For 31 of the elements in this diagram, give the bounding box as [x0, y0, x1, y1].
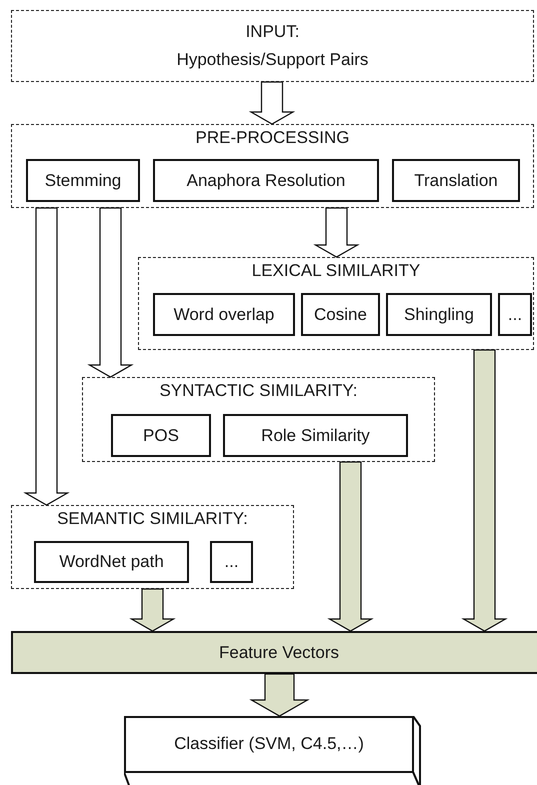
- group-title: SEMANTIC SIMILARITY:: [57, 509, 248, 529]
- process-box: Anaphora Resolution: [153, 159, 379, 202]
- feature-bar: Feature Vectors: [11, 631, 537, 674]
- input-heading: INPUT:: [246, 21, 300, 43]
- group-title: SYNTACTIC SIMILARITY:: [159, 381, 358, 401]
- process-box: ...: [210, 541, 253, 583]
- process-box: POS: [111, 414, 211, 457]
- input-text: Hypothesis/Support Pairs: [176, 49, 368, 71]
- process-box: Word overlap: [153, 293, 295, 336]
- group-panel: [11, 124, 534, 208]
- block-arrow: [23, 207, 70, 506]
- process-box: Shingling: [386, 293, 492, 336]
- block-arrow: [129, 588, 176, 632]
- group-title: PRE-PROCESSING: [196, 128, 350, 148]
- input-box: [11, 10, 534, 82]
- block-arrow: [248, 81, 296, 125]
- group-panel: [138, 257, 534, 350]
- process-box: WordNet path: [34, 541, 189, 583]
- block-arrow: [249, 673, 310, 717]
- block-arrow: [87, 207, 134, 378]
- group-panel: [11, 505, 294, 589]
- block-arrow: [313, 207, 360, 258]
- process-box: ...: [498, 293, 532, 336]
- process-box: Translation: [392, 159, 520, 202]
- block-arrow: [327, 461, 374, 632]
- process-box: Role Similarity: [223, 414, 408, 457]
- group-title: LEXICAL SIMILARITY: [252, 261, 420, 281]
- group-panel: [82, 377, 435, 462]
- process-box: Stemming: [26, 159, 140, 202]
- process-box: Cosine: [301, 293, 380, 336]
- block-arrow: [461, 349, 508, 632]
